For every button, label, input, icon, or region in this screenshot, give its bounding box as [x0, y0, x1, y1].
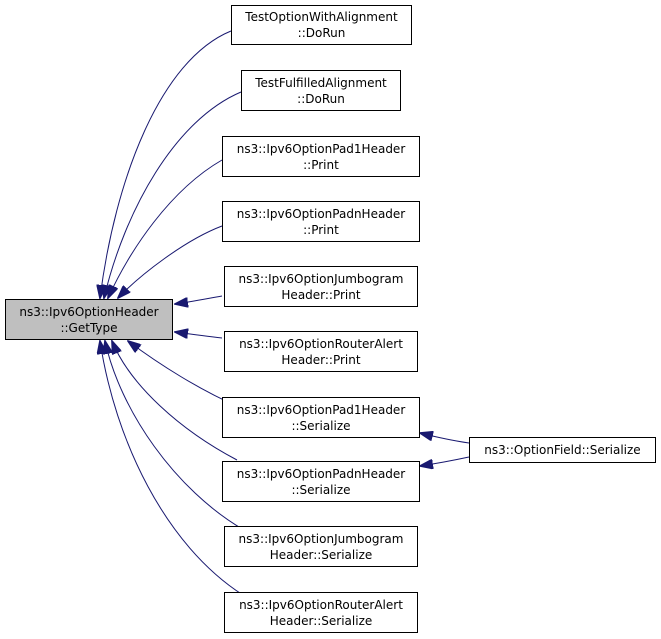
outer-caller-node-optionfield-serialize[interactable]: ns3::OptionField::Serialize	[469, 437, 656, 463]
caller-node-line2: Header::Print	[281, 287, 361, 302]
outer-caller-node-label: ns3::OptionField::Serialize	[484, 443, 641, 457]
caller-node-line1: ns3::Ipv6OptionPad1Header	[236, 402, 406, 417]
caller-node-ipv6optionpadnheader-print[interactable]: ns3::Ipv6OptionPadnHeader ::Print	[222, 201, 420, 242]
caller-node-line1: TestOptionWithAlignment	[245, 10, 398, 24]
caller-node-line1: ns3::Ipv6OptionPadnHeader	[236, 466, 406, 481]
edge-caller-1-to-root	[104, 91, 242, 298]
edge-caller-2-to-root	[108, 159, 223, 298]
caller-node-ipv6optionjumbogramheader-print[interactable]: ns3::Ipv6OptionJumbogram Header::Print	[224, 266, 418, 307]
caller-node-line1: TestFulfilledAlignment	[255, 75, 387, 90]
edge-caller-3-to-root	[118, 225, 223, 298]
edge-caller-5-to-root	[175, 332, 223, 338]
caller-node-line2: ::Serialize	[291, 418, 351, 433]
caller-node-ipv6optionpad1header-serialize[interactable]: ns3::Ipv6OptionPad1Header ::Serialize	[222, 397, 420, 438]
caller-node-testfulfilledalignment[interactable]: TestFulfilledAlignment ::DoRun	[241, 70, 401, 111]
caller-node-line1: ns3::Ipv6OptionJumbogram	[238, 531, 404, 546]
caller-node-ipv6optionrouteralertheader-print[interactable]: ns3::Ipv6OptionRouterAlert Header::Print	[224, 331, 418, 372]
edge-caller-0-to-root	[100, 30, 232, 298]
edge-caller-9-to-root	[100, 341, 244, 596]
caller-node-ipv6optionpad1header-print[interactable]: ns3::Ipv6OptionPad1Header ::Print	[222, 136, 420, 177]
caller-node-ipv6optionjumbogramheader-serialize[interactable]: ns3::Ipv6OptionJumbogram Header::Seriali…	[224, 526, 418, 567]
caller-node-line2: ::Print	[303, 157, 339, 172]
edge-caller-8-to-root	[105, 341, 245, 531]
caller-node-line1: ns3::Ipv6OptionPad1Header	[236, 141, 406, 156]
caller-node-ipv6optionrouteralertheader-serialize[interactable]: ns3::Ipv6OptionRouterAlert Header::Seria…	[224, 592, 418, 633]
caller-node-line2: Header::Serialize	[269, 547, 373, 562]
caller-node-line1: ns3::Ipv6OptionRouterAlert	[239, 336, 403, 351]
caller-node-line1: ns3::Ipv6OptionJumbogram	[238, 271, 404, 286]
caller-node-line2: ::Print	[303, 222, 339, 237]
caller-node-line2: Header::Print	[281, 352, 361, 367]
caller-node-line2: Header::Serialize	[269, 613, 373, 628]
caller-node-line1: ns3::Ipv6OptionRouterAlert	[239, 597, 403, 612]
root-node-line2: ::GetType	[60, 320, 118, 335]
edge-outer-to-caller-7	[420, 456, 470, 466]
edge-caller-4-to-root	[175, 295, 223, 304]
root-node-ipv6optionheader-gettype[interactable]: ns3::Ipv6OptionHeader ::GetType	[5, 299, 173, 340]
edge-caller-7-to-root	[112, 341, 238, 461]
edge-outer-to-caller-6	[420, 433, 470, 444]
root-node-line1: ns3::Ipv6OptionHeader	[19, 304, 159, 319]
caller-node-line2: ::DoRun	[297, 26, 346, 40]
caller-node-line2: ::Serialize	[291, 482, 351, 497]
caller-node-line1: ns3::Ipv6OptionPadnHeader	[236, 206, 406, 221]
caller-node-testoptionwithalignment[interactable]: TestOptionWithAlignment ::DoRun	[231, 5, 412, 45]
caller-node-ipv6optionpadnheader-serialize[interactable]: ns3::Ipv6OptionPadnHeader ::Serialize	[222, 461, 420, 502]
caller-node-line2: ::DoRun	[297, 91, 345, 106]
